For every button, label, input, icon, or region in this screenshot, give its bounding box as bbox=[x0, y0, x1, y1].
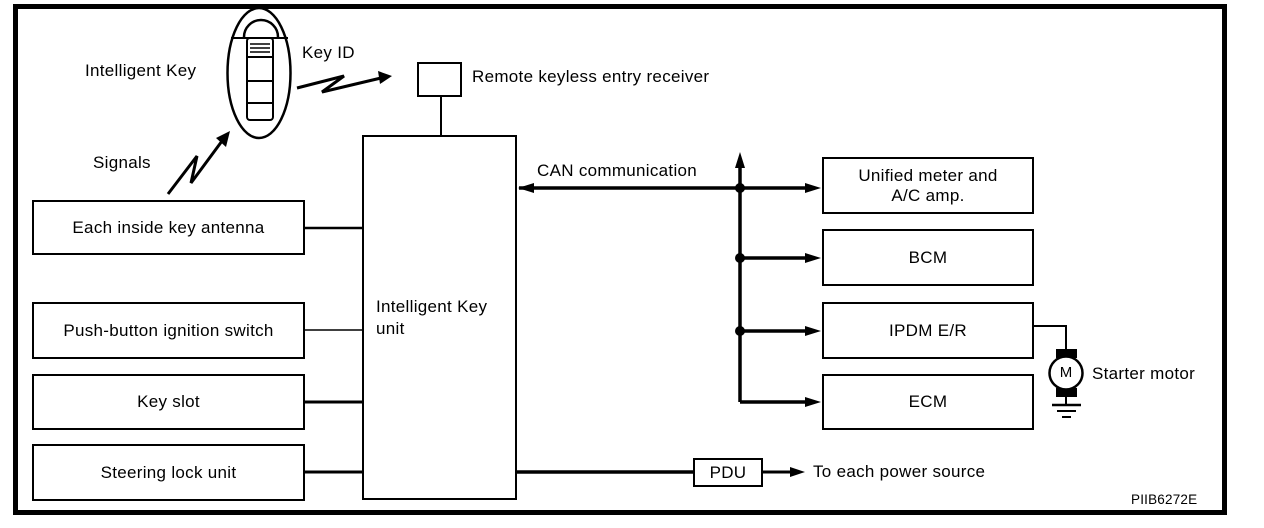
intelligent-key-unit-box: Intelligent Key unit bbox=[362, 135, 517, 500]
each-inside-key-antenna-box: Each inside key antenna bbox=[32, 200, 305, 255]
bcm-label: BCM bbox=[908, 247, 948, 267]
push-button-ignition-switch-box: Push-button ignition switch bbox=[32, 302, 305, 359]
ecm-arrowhead bbox=[805, 397, 821, 407]
ecm-box: ECM bbox=[822, 374, 1034, 430]
motor-m-label: M bbox=[1059, 364, 1073, 381]
ipdm-arrowhead bbox=[805, 326, 821, 336]
key-slot-box: Key slot bbox=[32, 374, 305, 430]
steering-lock-unit-box: Steering lock unit bbox=[32, 444, 305, 501]
ipdm-er-box: IPDM E/R bbox=[822, 302, 1034, 359]
can-up-arrowhead bbox=[735, 152, 745, 168]
signals-arrow-icon bbox=[166, 131, 230, 195]
unified-meter-ac-amp-label-line2: A/C amp. bbox=[891, 185, 965, 205]
push-button-ignition-switch-label: Push-button ignition switch bbox=[63, 320, 274, 340]
bcm-box: BCM bbox=[822, 229, 1034, 286]
to-each-power-source-label: To each power source bbox=[813, 462, 986, 481]
unified-meter-ac-amp-box: Unified meter and A/C amp. bbox=[822, 157, 1034, 214]
left-connector-lines bbox=[305, 226, 362, 474]
junction-dot bbox=[735, 183, 745, 193]
intelligent-key-unit-label-line1: Intelligent Key bbox=[376, 296, 488, 316]
intelligent-key-label: Intelligent Key bbox=[85, 61, 197, 80]
remote-keyless-entry-receiver-box bbox=[417, 62, 462, 97]
bcm-arrowhead bbox=[805, 253, 821, 263]
steering-lock-unit-label: Steering lock unit bbox=[100, 462, 237, 482]
can-left-arrowhead bbox=[518, 183, 534, 193]
can-bus-lines bbox=[518, 152, 821, 407]
ecm-label: ECM bbox=[908, 392, 948, 411]
remote-keyless-entry-receiver-label: Remote keyless entry receiver bbox=[472, 67, 710, 86]
key-slot-label: Key slot bbox=[137, 392, 200, 411]
ground-icon bbox=[1052, 403, 1081, 418]
starter-motor-label: Starter motor bbox=[1092, 364, 1196, 383]
unified-meter-ac-amp-label-line1: Unified meter and bbox=[858, 165, 998, 185]
power-lines bbox=[517, 467, 805, 477]
signals-label: Signals bbox=[93, 153, 151, 172]
pdu-label: PDU bbox=[709, 462, 747, 482]
junction-dot bbox=[735, 326, 745, 336]
ipdm-er-label: IPDM E/R bbox=[889, 320, 967, 340]
can-communication-label: CAN communication bbox=[537, 161, 698, 180]
junction-dot bbox=[735, 253, 745, 263]
intelligent-key-unit-label-line2: unit bbox=[376, 318, 405, 338]
pdu-box: PDU bbox=[693, 458, 763, 487]
ipdm-to-motor-line bbox=[1034, 325, 1067, 351]
key-id-signal-arrow-icon bbox=[296, 71, 392, 94]
figure-code-label: PIIB6272E bbox=[1131, 492, 1198, 507]
intelligent-key-icon bbox=[226, 6, 292, 140]
key-id-label: Key ID bbox=[302, 43, 355, 62]
diagram-border bbox=[13, 4, 1227, 515]
starter-motor-icon bbox=[1034, 325, 1084, 405]
can-unified-arrowhead bbox=[805, 183, 821, 193]
each-inside-key-antenna-label: Each inside key antenna bbox=[72, 217, 265, 237]
pdu-out-arrowhead bbox=[790, 467, 805, 477]
